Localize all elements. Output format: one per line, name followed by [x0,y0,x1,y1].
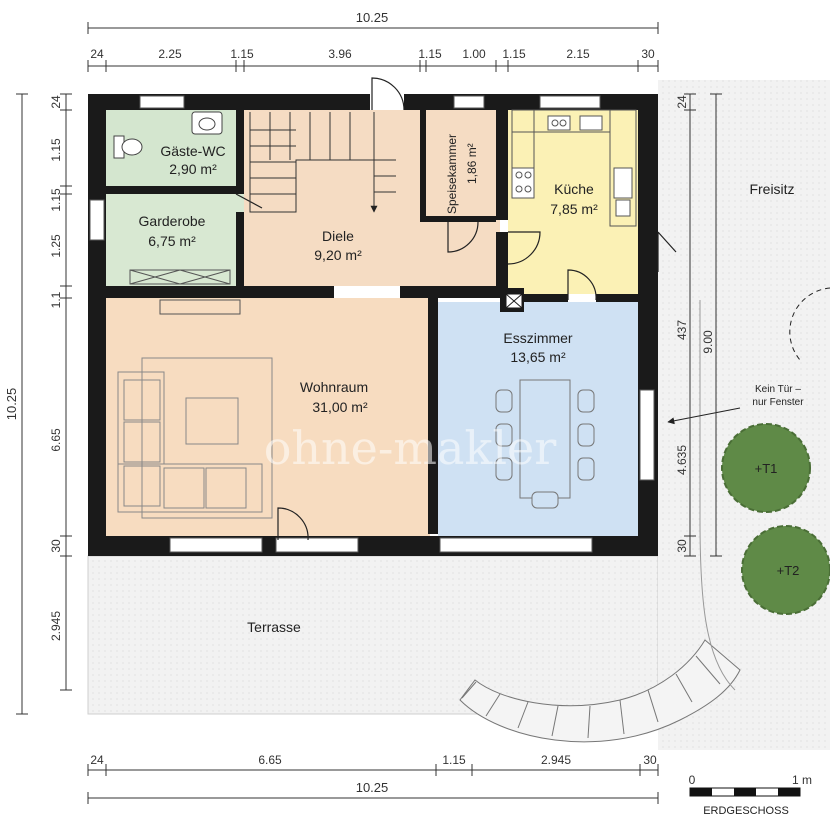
interior-walls [106,110,638,534]
speisekammer-name: Speisekammer [445,134,459,214]
top-seg-6: 1.15 [502,47,526,61]
right-dimensions [684,93,722,557]
freisitz-name: Freisitz [749,181,794,197]
scale-zero: 0 [689,773,696,787]
top-seg-7: 2.15 [566,47,590,61]
windows [89,95,655,553]
right-seg-3: 30 [675,539,689,553]
annotation-line1: Kein Tür – [755,384,801,395]
staircase [249,112,396,213]
left-seg-7: 2.945 [49,611,63,641]
left-seg-6: 30 [49,539,63,553]
annotation-line2: nur Fenster [752,397,804,408]
speisekammer-area: 1,86 m² [465,143,479,184]
left-seg-0: 24 [49,95,63,109]
tree-t1: +T1 [721,423,811,513]
bottom-total-dim: 10.25 [356,780,389,795]
bottom-dimensions [87,764,659,804]
wohnraum-name: Wohnraum [300,379,368,395]
top-seg-1: 2.25 [158,47,182,61]
terrasse-name: Terrasse [247,619,301,635]
right-seg-0: 24 [675,95,689,109]
wohnraum-area: 31,00 m² [312,399,368,415]
terrasse-area [87,555,659,715]
top-seg-3: 3.96 [328,47,352,61]
kitchen-fixtures [511,109,637,227]
diele-area: 9,20 m² [314,247,362,263]
left-seg-5: 6.65 [49,428,63,452]
tree-t2: +T2 [741,525,830,615]
bottom-seg-4: 30 [643,753,657,767]
garderobe-cabinet [129,269,241,315]
top-seg-8: 30 [641,47,655,61]
dining-set [495,379,595,509]
wc-fixtures [113,111,223,159]
left-seg-3: 1.25 [49,234,63,258]
garderobe-name: Garderobe [139,213,206,229]
curved-steps [459,639,741,743]
esszimmer-area: 13,65 m² [510,349,566,365]
right-outer-dim: 9.00 [701,330,715,354]
freisitz-dashed-arc [789,287,830,361]
kueche-name: Küche [554,181,594,197]
tree-t2-label: +T2 [777,563,800,578]
doors [235,77,677,541]
kueche-area: 7,85 m² [550,201,598,217]
top-total-dim: 10.25 [356,10,389,25]
bottom-seg-0: 24 [90,753,104,767]
scale-title: ERDGESCHOSS [703,805,789,817]
esszimmer-name: Esszimmer [503,330,573,346]
top-dimensions [87,22,659,72]
freisitz-area [658,80,830,750]
top-seg-4: 1.15 [418,47,442,61]
left-total-dim: 10.25 [4,388,19,421]
diele-name: Diele [322,228,354,244]
garderobe-area: 6,75 m² [148,233,196,249]
bottom-seg-1: 6.65 [258,753,282,767]
top-seg-2: 1.15 [230,47,254,61]
freisitz-path-line [699,300,736,691]
watermark: ohne-makler [264,421,557,475]
bottom-seg-3: 2.945 [541,753,571,767]
sofa [117,357,273,519]
gaeste-wc-area: 2,90 m² [169,161,217,177]
scale-bar [689,787,801,797]
gaeste-wc-name: Gäste-WC [160,143,225,159]
scale-one: 1 m [792,773,812,787]
left-seg-2: 1.15 [49,188,63,212]
bottom-seg-2: 1.15 [442,753,466,767]
left-seg-1: 1.15 [49,138,63,162]
left-seg-4: 1.1 [49,291,63,308]
speisekammer-room [426,110,496,222]
left-dimensions [16,93,72,715]
right-seg-2: 4.635 [675,445,689,475]
top-seg-5: 1.00 [462,47,486,61]
top-seg-0: 24 [90,47,104,61]
annotation-arrow [667,407,741,425]
right-seg-1: 437 [675,320,689,340]
garderobe-room [106,194,244,286]
tree-t1-label: +T1 [755,461,778,476]
